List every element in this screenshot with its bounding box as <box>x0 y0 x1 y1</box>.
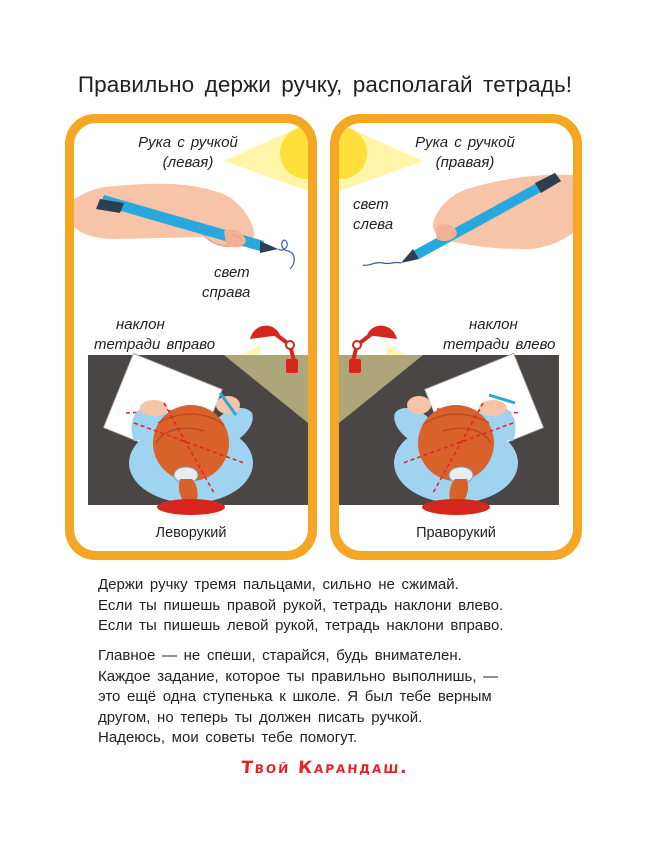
page-title: Правильно держи ручку, располагай тетрад… <box>77 72 573 97</box>
text-line: Каждое задание, которое ты правильно вып… <box>98 667 499 685</box>
paragraph-advice: Главное — не спеши, старайся, будь внима… <box>98 646 498 749</box>
light-label-line2: справа <box>202 284 251 301</box>
tilt-label-line2: тетради влево <box>443 336 556 353</box>
hand-label-line2: (левая) <box>162 154 214 171</box>
signature: Твой Карандаш. <box>240 758 410 778</box>
tilt-label-line1: наклон <box>469 316 518 333</box>
paragraph-instructions: Держи ручку тремя пальцами, сильно не сж… <box>98 575 503 637</box>
pen-icon <box>100 195 264 251</box>
panel-caption: Праворукий <box>416 525 496 541</box>
child-top-view <box>129 392 253 515</box>
text-line: Надеюсь, мои советы тебе помогут. <box>98 729 358 746</box>
panel-left-handed: Рука с ручкой (левая) свет справа наклон… <box>65 114 317 560</box>
right-handed-illustration <box>339 123 573 515</box>
text-line: Если ты пишешь левой рукой, тетрадь накл… <box>98 617 504 634</box>
hand-label-line2: (правая) <box>435 154 495 171</box>
text-line: Если ты пишешь правой рукой, тетрадь нак… <box>98 596 504 614</box>
light-label-line2: слева <box>353 216 394 233</box>
desk-lamp-icon <box>349 325 397 373</box>
child-top-view <box>394 393 518 515</box>
tilt-label-line2: тетради вправо <box>94 336 216 353</box>
light-label-line1: свет <box>353 196 389 213</box>
text-line: Главное — не спеши, старайся, будь внима… <box>98 647 462 664</box>
light-source-icon <box>339 127 367 179</box>
panel-right-handed: Рука с ручкой (правая) свет слева наклон… <box>330 114 582 560</box>
text-line: другом, но теперь ты должен писать ручко… <box>98 708 423 726</box>
desk-lamp-icon <box>250 325 298 373</box>
text-line: Держи ручку тремя пальцами, сильно не сж… <box>98 576 459 593</box>
hand-label-line1: Рука с ручкой <box>138 134 238 151</box>
light-source-icon <box>280 127 308 179</box>
text-line: это ещё одна ступенька к школе. Я был те… <box>98 688 492 705</box>
panel-caption: Леворукий <box>155 525 227 541</box>
left-handed-illustration <box>74 123 308 515</box>
panel-left-inner: Рука с ручкой (левая) свет справа наклон… <box>74 123 308 551</box>
tilt-label-line1: наклон <box>116 316 165 333</box>
panel-right-inner: Рука с ручкой (правая) свет слева наклон… <box>339 123 573 551</box>
light-label-line1: свет <box>214 264 250 281</box>
hand-label-line1: Рука с ручкой <box>415 134 515 151</box>
